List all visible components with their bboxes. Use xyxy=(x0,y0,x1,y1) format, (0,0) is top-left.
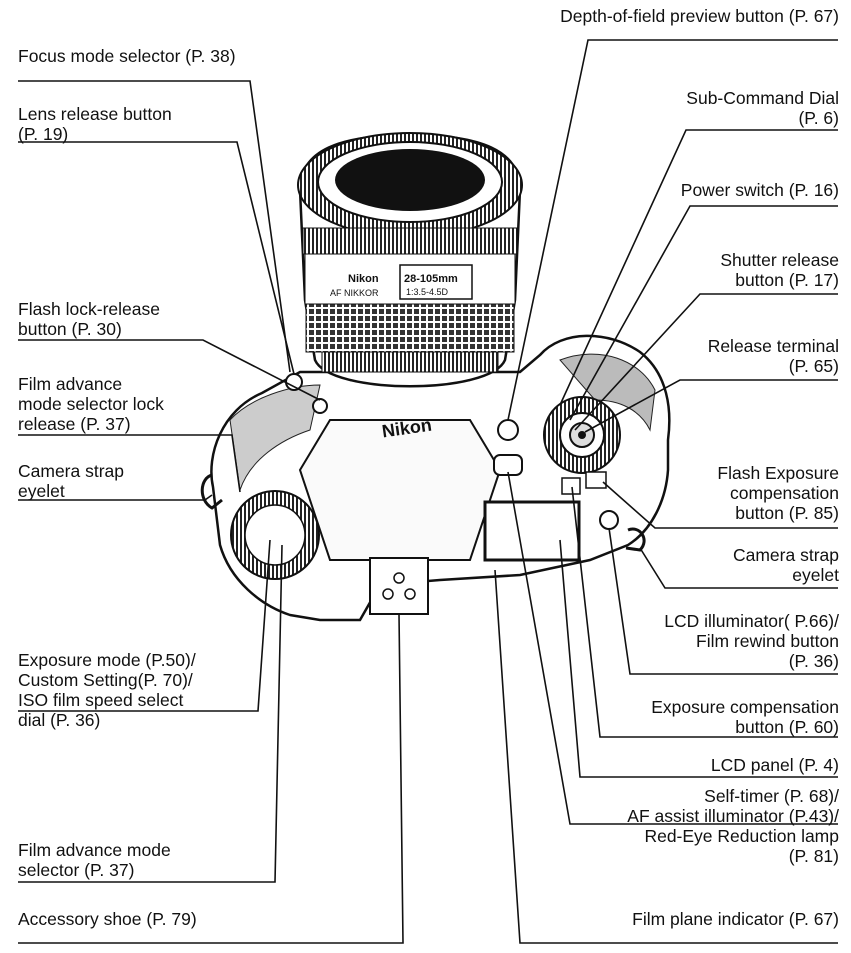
accessory-shoe xyxy=(369,557,429,615)
release-terminal xyxy=(578,431,586,439)
lens-release-button xyxy=(285,373,303,391)
strap-eyelet-left xyxy=(200,473,223,510)
label-accessory-shoe: Accessory shoe (P. 79) xyxy=(18,909,197,929)
lens-brand: Nikon xyxy=(348,273,379,285)
label-lcd-illuminator: LCD illuminator( P.66)/Film rewind butto… xyxy=(664,611,839,671)
lens: Nikon AF NIKKOR 28-105mm 1:3.5-4.5D xyxy=(297,132,523,388)
label-film-plane-indicator: Film plane indicator (P. 67) xyxy=(632,909,839,929)
lens-line: AF NIKKOR xyxy=(330,288,379,298)
label-sub-command-dial: Sub-Command Dial(P. 6) xyxy=(686,88,839,128)
lens-aperture: 1:3.5-4.5D xyxy=(406,287,449,297)
pentaprism xyxy=(298,419,502,561)
label-self-timer: Self-timer (P. 68)/AF assist illuminator… xyxy=(627,786,839,866)
label-power-switch: Power switch (P. 16) xyxy=(680,180,839,200)
lcd-illuminator-button xyxy=(599,510,619,530)
label-exposure-mode-dial: Exposure mode (P.50)/Custom Setting(P. 7… xyxy=(18,650,196,730)
label-dof-preview: Depth-of-field preview button (P. 67) xyxy=(560,6,839,26)
lens-focal: 28-105mm xyxy=(404,273,458,285)
flash-lock-release-button xyxy=(312,398,328,414)
label-lcd-panel: LCD panel (P. 4) xyxy=(710,755,839,775)
label-focus-mode-selector: Focus mode selector (P. 38) xyxy=(18,46,236,66)
label-release-terminal: Release terminal(P. 65) xyxy=(707,336,839,376)
label-lens-release-button: Lens release button(P. 19) xyxy=(18,104,172,144)
lcd-panel xyxy=(483,500,581,562)
exposure-comp-button xyxy=(561,477,581,495)
dof-preview-button xyxy=(497,419,519,441)
grip-shading xyxy=(559,353,656,432)
strap-eyelet-right xyxy=(625,527,646,552)
flash-exp-comp-button xyxy=(585,471,607,489)
leader-lines xyxy=(18,39,838,944)
